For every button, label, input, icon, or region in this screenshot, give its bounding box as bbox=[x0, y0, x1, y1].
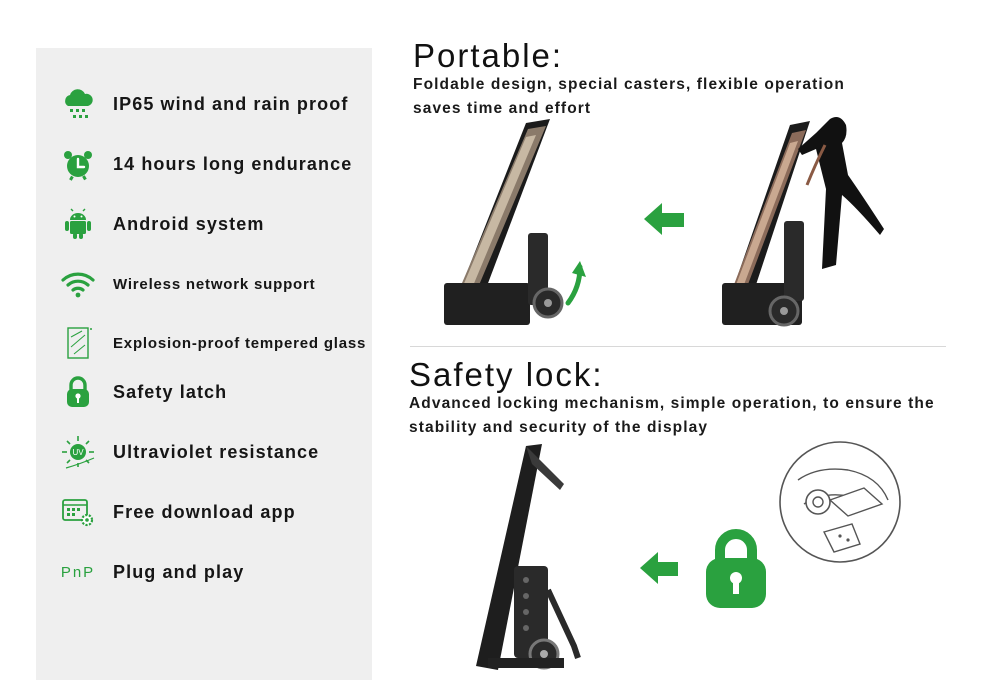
feature-label: Ultraviolet resistance bbox=[113, 441, 320, 462]
feature-endurance: 14 hours long endurance bbox=[60, 142, 372, 186]
safety-description-line: stability and security of the display bbox=[409, 419, 709, 436]
feature-panel: IP65 wind and rain proof 14 hours long e… bbox=[36, 48, 372, 680]
pnp-icon-text: PnP bbox=[60, 563, 96, 581]
cloud-rain-icon bbox=[60, 86, 96, 122]
feature-label: Plug and play bbox=[113, 561, 245, 582]
display-stand-upright bbox=[722, 117, 884, 327]
tempered-glass-icon bbox=[60, 325, 96, 361]
safety-title: Safety lock: bbox=[409, 356, 604, 393]
feature-app: Free download app bbox=[60, 490, 372, 534]
arrow-left-icon bbox=[644, 203, 684, 235]
alarm-clock-icon bbox=[60, 146, 96, 182]
lock-detail-zoom bbox=[779, 441, 901, 563]
uv-sun-icon: UV bbox=[60, 434, 96, 470]
display-stand-folded bbox=[444, 119, 586, 325]
feature-label: IP65 wind and rain proof bbox=[113, 93, 349, 114]
svg-text:UV: UV bbox=[72, 448, 84, 457]
display-stand-side bbox=[476, 444, 581, 670]
feature-wireless: Wireless network support bbox=[60, 262, 372, 306]
feature-android: Android system bbox=[60, 202, 372, 246]
portable-description-line: saves time and effort bbox=[413, 100, 592, 117]
arrow-left-icon bbox=[640, 552, 678, 584]
feature-safety-latch: Safety latch bbox=[60, 370, 372, 414]
safety-description: Advanced locking mechanism, simple opera… bbox=[409, 392, 935, 440]
portable-description: Foldable design, special casters, flexib… bbox=[413, 73, 845, 121]
portable-title: Portable: bbox=[413, 37, 564, 74]
safety-illustration bbox=[476, 441, 901, 670]
portable-illustration bbox=[444, 117, 884, 327]
section-divider bbox=[410, 346, 946, 347]
feature-label: 14 hours long endurance bbox=[113, 153, 353, 174]
feature-pnp: PnP Plug and play bbox=[60, 550, 372, 594]
pnp-icon: PnP bbox=[60, 554, 96, 590]
feature-label: Explosion-proof tempered glass bbox=[113, 334, 367, 352]
android-icon bbox=[60, 206, 96, 242]
padlock-large-icon bbox=[706, 529, 766, 608]
feature-ip65: IP65 wind and rain proof bbox=[60, 82, 372, 126]
feature-label: Android system bbox=[113, 213, 265, 234]
feature-label: Safety latch bbox=[113, 381, 228, 402]
feature-label: Wireless network support bbox=[113, 275, 316, 293]
padlock-icon bbox=[60, 374, 96, 410]
portable-description-line: Foldable design, special casters, flexib… bbox=[413, 76, 845, 93]
feature-uv: UV Ultraviolet resistance bbox=[60, 430, 372, 474]
feature-label: Free download app bbox=[113, 501, 296, 522]
feature-tempered-glass: Explosion-proof tempered glass bbox=[60, 321, 372, 365]
wifi-icon bbox=[60, 266, 96, 302]
safety-description-line: Advanced locking mechanism, simple opera… bbox=[409, 395, 935, 412]
app-settings-icon bbox=[60, 494, 96, 530]
